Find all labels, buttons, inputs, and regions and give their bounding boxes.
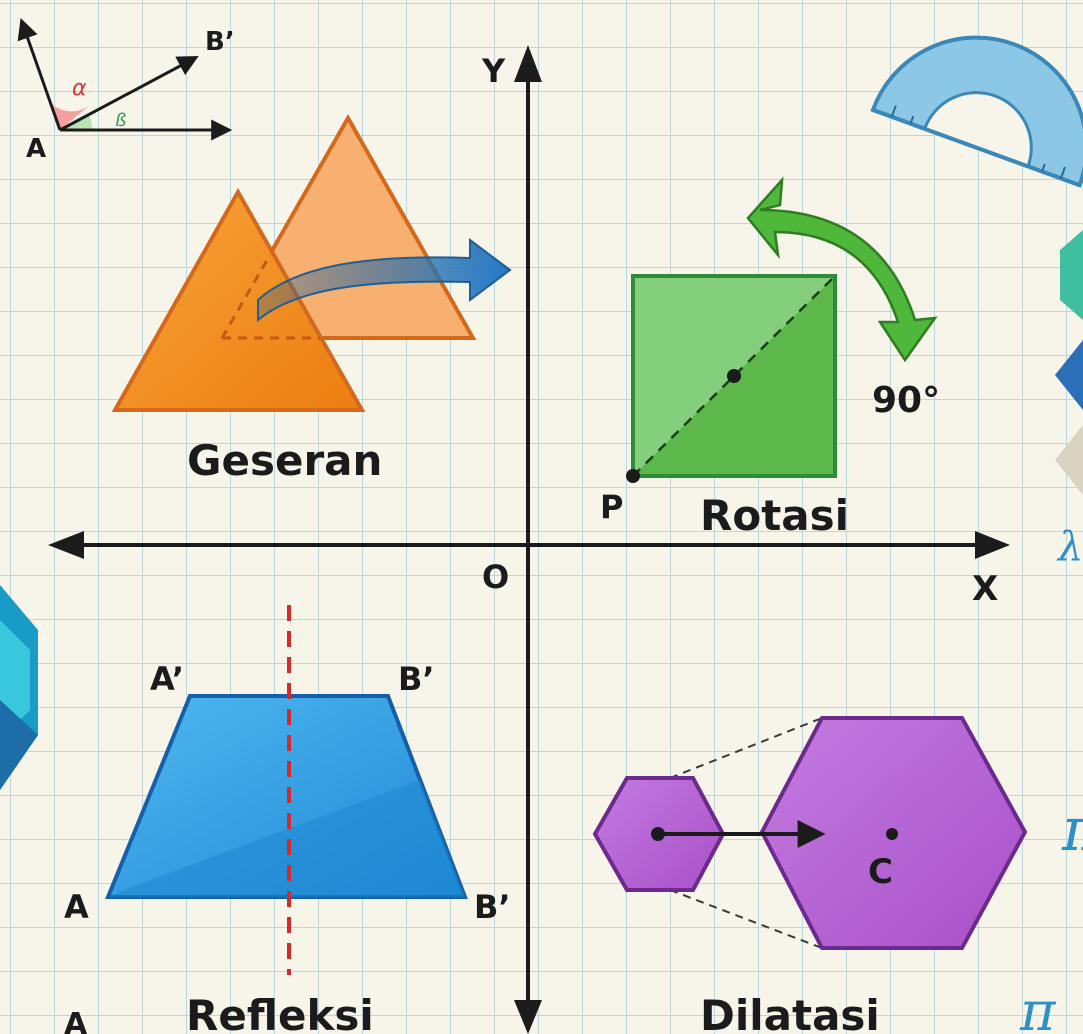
inset-ray-label: B’: [205, 27, 235, 57]
pi-symbol: π: [1019, 980, 1057, 1034]
pivot-point: [626, 469, 640, 483]
decor-right-edge: λ π π: [1019, 230, 1083, 1034]
translation-figure: Geseran: [111, 113, 512, 485]
y-axis-label: Y: [481, 52, 506, 90]
coordinate-axes: Y X O: [48, 45, 1010, 1034]
rotation-angle: 90°: [872, 380, 940, 421]
beta-label: ß: [115, 110, 126, 131]
dilation-caption: Dilatasi: [700, 991, 880, 1034]
translation-arrow: [257, 238, 512, 323]
dilation-figure: C Dilatasi: [592, 716, 1028, 1034]
reflection-caption: Refleksi: [186, 991, 374, 1034]
reflection-bottom-right-label: B’: [474, 888, 511, 926]
inset-vertex-label: A: [26, 134, 46, 164]
x-axis-label: X: [972, 569, 998, 609]
angle-inset: α ß A B’: [17, 18, 235, 164]
translation-caption: Geseran: [187, 436, 382, 485]
rotation-pivot-label: P: [600, 488, 623, 526]
dilation-center-label: C: [868, 852, 893, 892]
reflection-figure: A’ B’ A B’ Refleksi: [64, 605, 511, 1034]
rotation-arrow: [746, 176, 938, 363]
origin-label: O: [482, 558, 509, 596]
alpha-label: α: [72, 76, 87, 101]
rotation-caption: Rotasi: [700, 491, 849, 540]
reflection-bottom-left-label: A: [64, 888, 89, 926]
svg-text:λ: λ: [1056, 524, 1083, 570]
protractor-icon: [870, 35, 1083, 188]
reflection-top-right-label: B’: [398, 660, 435, 698]
reflection-top-left-label: A’: [150, 660, 184, 698]
decor-left-crystal: [0, 585, 38, 790]
edge-letter: A: [64, 1007, 88, 1034]
original-triangle: [111, 187, 366, 412]
rotation-figure: 90° P Rotasi: [600, 176, 940, 540]
svg-text:π: π: [1061, 795, 1083, 865]
